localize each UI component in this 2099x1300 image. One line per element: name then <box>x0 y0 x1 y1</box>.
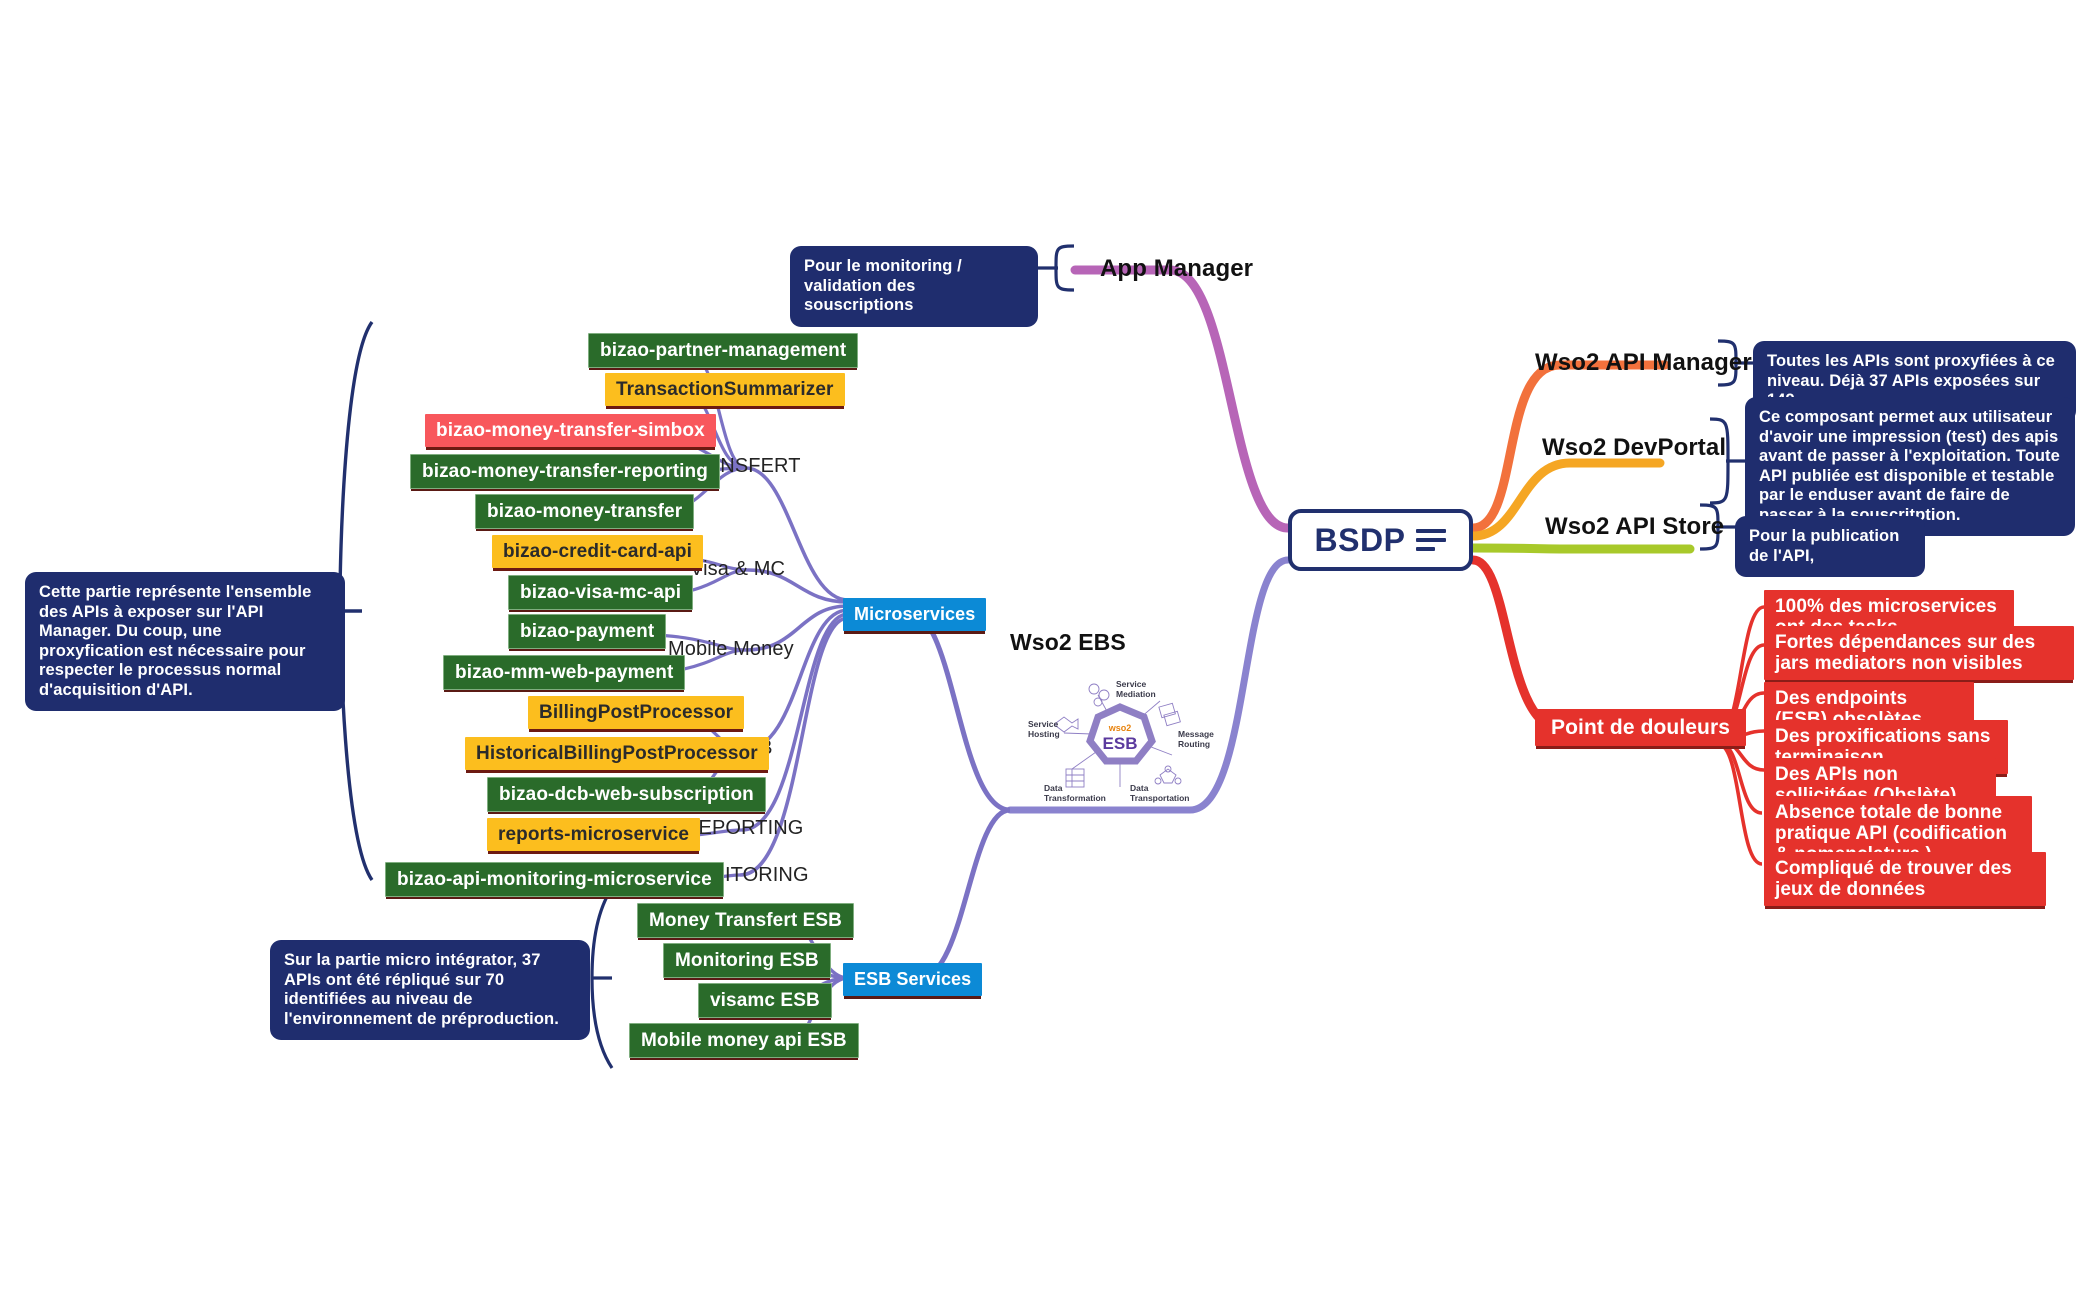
group-label-reporting: REPORTING <box>684 817 804 839</box>
topic-wso2-api-store[interactable]: Wso2 API Store <box>1545 513 1725 540</box>
leaf-bizao-api-monitoring-microservice[interactable]: bizao-api-monitoring-microservice <box>385 862 724 897</box>
leaf-money-transfert-esb[interactable]: Money Transfert ESB <box>637 903 855 938</box>
leaf-reports-microservice[interactable]: reports-microservice <box>487 818 701 851</box>
svg-text:Service: Service <box>1028 719 1059 729</box>
leaf-bizao-partner-management[interactable]: bizao-partner-management <box>588 333 859 368</box>
leaf-historical-billing-post-processor[interactable]: HistoricalBillingPostProcessor <box>465 737 769 770</box>
root-node-bsdp[interactable]: BSDP <box>1288 509 1473 571</box>
wso2-ebs-title: Wso2 EBS <box>1010 629 1126 655</box>
leaf-visamc-esb[interactable]: visamc ESB <box>698 983 832 1018</box>
pain-item-6[interactable]: Compliqué de trouver des jeux de données <box>1764 852 2046 906</box>
leaf-bizao-money-transfer-simbox[interactable]: bizao-money-transfer-simbox <box>425 414 716 447</box>
link-esb-services <box>919 807 1011 981</box>
svg-text:Transformation: Transformation <box>1044 793 1106 803</box>
leaf-bizao-money-transfer[interactable]: bizao-money-transfer <box>475 494 695 529</box>
svg-text:Transportation: Transportation <box>1130 793 1190 803</box>
topic-point-de-douleurs[interactable]: Point de douleurs <box>1535 709 1747 746</box>
leaf-transaction-summarizer[interactable]: TransactionSummarizer <box>605 373 845 406</box>
svg-text:Data: Data <box>1130 783 1149 793</box>
svg-text:Routing: Routing <box>1178 739 1210 749</box>
pain-item-3[interactable]: Des proxifications sans terminaison. <box>1764 720 2008 774</box>
note-app-manager: Pour le monitoring / validation des sous… <box>790 246 1038 327</box>
link-api-store <box>1468 543 1695 554</box>
note-wso2-devportal: Ce composant permet aux utilisateur d'av… <box>1745 397 2075 536</box>
leaf-bizao-money-transfer-reporting[interactable]: bizao-money-transfer-reporting <box>410 454 720 489</box>
leaf-billing-post-processor[interactable]: BillingPostProcessor <box>528 696 745 729</box>
group-label-mobile-money: Mobile Money <box>668 638 794 660</box>
topic-app-manager[interactable]: App Manager <box>1100 255 1254 282</box>
topic-microservices[interactable]: Microservices <box>843 598 987 631</box>
leaf-monitoring-esb[interactable]: Monitoring ESB <box>663 943 831 978</box>
leaf-bizao-dcb-web-subscription[interactable]: bizao-dcb-web-subscription <box>487 777 766 812</box>
topic-esb-services[interactable]: ESB Services <box>843 963 983 996</box>
note-microservices: Cette partie représente l'ensemble des A… <box>25 572 345 711</box>
root-label: BSDP <box>1314 521 1406 558</box>
leaf-bizao-mm-web-payment[interactable]: bizao-mm-web-payment <box>443 655 686 690</box>
topic-wso2-api-manager[interactable]: Wso2 API Manager <box>1535 349 1752 376</box>
leaf-bizao-payment[interactable]: bizao-payment <box>508 614 667 649</box>
group-label-visa-mc: Visa & MC <box>690 558 786 580</box>
svg-text:Mediation: Mediation <box>1116 689 1156 699</box>
link-app-manager <box>1070 265 1293 533</box>
leaf-bizao-visa-mc-api[interactable]: bizao-visa-mc-api <box>508 575 694 610</box>
svg-text:wso2: wso2 <box>1108 723 1132 733</box>
hamburger-lines-icon <box>1416 529 1447 551</box>
svg-text:Data: Data <box>1044 783 1063 793</box>
wso2-esb-illustration: wso2 ESB Service Mediation Message Routi… <box>1028 679 1214 803</box>
link-microservices <box>911 609 1011 813</box>
svg-text:Service: Service <box>1116 679 1147 689</box>
note-wso2-api-store: Pour la publication de l'API, <box>1735 516 1925 577</box>
svg-text:Message: Message <box>1178 729 1214 739</box>
leaf-mobile-money-api-esb[interactable]: Mobile money api ESB <box>629 1023 859 1058</box>
note-esb-services: Sur la partie micro intégrator, 37 APIs … <box>270 940 590 1040</box>
pain-item-1[interactable]: Fortes dépendances sur des jars mediator… <box>1764 626 2074 680</box>
svg-text:ESB: ESB <box>1103 734 1138 753</box>
link-pain-points <box>1468 555 1670 733</box>
topic-wso2-devportal[interactable]: Wso2 DevPortal <box>1542 434 1727 461</box>
leaf-bizao-credit-card-api[interactable]: bizao-credit-card-api <box>492 535 703 568</box>
svg-text:Hosting: Hosting <box>1028 729 1060 739</box>
